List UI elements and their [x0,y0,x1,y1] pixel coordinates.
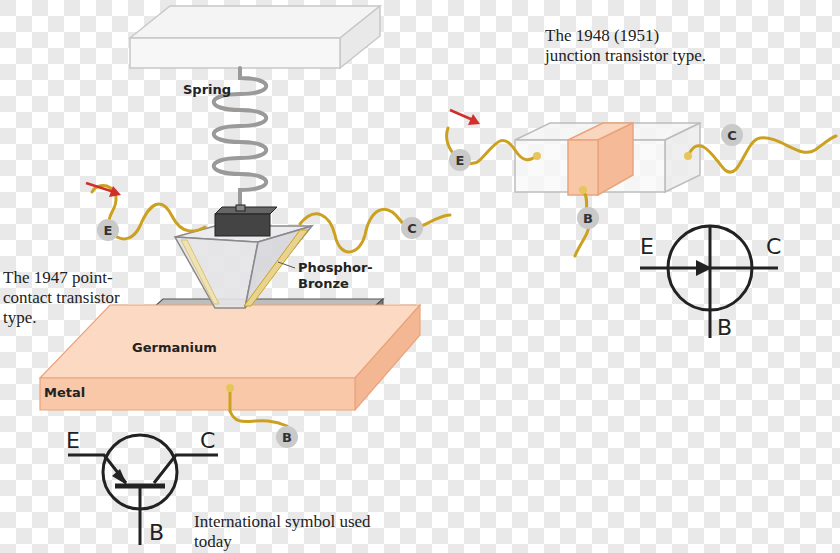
spring-block [215,205,277,236]
terminal-letter: C [407,222,417,235]
terminal-letter: C [727,129,737,142]
terminal-letter: B [583,212,593,225]
pin-name: B [149,520,179,546]
terminal-circle: C [401,217,423,239]
wire-dot [226,152,692,392]
pin-name: B [717,315,747,341]
pin-name: C [200,428,230,454]
pin-name: C [766,234,796,260]
current-arrow [86,110,480,197]
base-layer [568,123,633,195]
material-name: Metal [44,385,85,400]
terminal-circle: E [449,149,471,171]
terminal-letter: B [282,431,292,444]
contact-wedge [175,226,312,308]
slab-face [355,305,420,410]
terminal-circle: B [276,426,298,448]
terminal-circle: E [97,219,119,241]
terminal-letter: E [104,224,113,237]
terminal-circle: B [577,207,599,229]
terminal-letter: E [456,154,465,167]
terminal-circle: C [721,124,743,146]
material-name: Germanium [132,340,217,355]
caption-note: International symbol used today [194,512,379,552]
leader-line [278,262,295,268]
caption-note: The 1947 point-contact transistor type. [3,268,155,328]
transistor-symbol-junction [640,226,778,338]
lead-wire [230,411,287,426]
caption-note: The 1948 (1951) junction transistor type… [545,26,713,66]
spring-support [130,6,380,68]
metal-plate: Metal [38,303,422,411]
part-name: Phosphor-Bronze [298,260,378,292]
slab-face [40,305,420,378]
part-name: Spring [183,82,263,98]
slab-face [40,378,355,410]
pin-name: E [640,234,654,260]
pin-name: E [66,428,96,454]
slab-outline [38,303,422,411]
contact-strip [181,240,219,304]
lead-wire [92,128,836,411]
